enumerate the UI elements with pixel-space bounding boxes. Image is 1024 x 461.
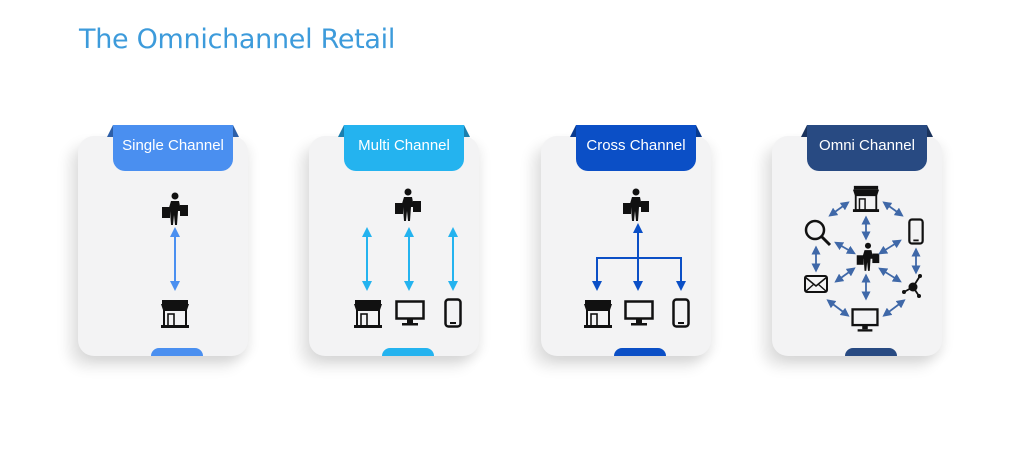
ribbon-fold [570,125,576,137]
monitor-icon [624,300,654,326]
ribbon-fold [338,125,344,137]
card-tab [845,348,897,356]
monitor-icon [851,308,879,332]
store-icon [583,299,613,328]
store-icon [160,299,190,328]
ribbon-fold [107,125,113,137]
card-tab [382,348,434,356]
card-label: Cross Channel [576,125,696,171]
ribbon-fold [696,125,702,137]
shopper-icon [856,242,880,271]
phone-icon [444,298,462,328]
card-tab [614,348,666,356]
shopper-icon [623,188,649,221]
card-label: Single Channel [113,125,233,171]
store-icon [353,299,383,328]
monitor-icon [395,300,425,326]
card-label: Omni Channel [807,125,927,171]
mail-icon [804,275,828,293]
card-single-channel: Single Channel [78,125,248,356]
card-cross-channel: Cross Channel [541,125,711,356]
network-icon [902,274,922,298]
card-multi-channel: Multi Channel [309,125,479,356]
ribbon-fold [801,125,807,137]
ribbon-fold [233,125,239,137]
ribbon-fold [927,125,933,137]
card-omni-channel: Omni Channel [772,125,942,356]
ribbon-fold [464,125,470,137]
shopper-icon [162,192,188,225]
page-title: The Omnichannel Retail [79,24,396,55]
shopper-icon [395,188,421,221]
arrows [811,201,921,317]
search-icon [804,219,832,247]
card-tab [151,348,203,356]
store-icon [852,184,880,212]
card-label: Multi Channel [344,125,464,171]
arrow [592,257,686,291]
phone-icon [672,298,690,328]
phone-icon [908,218,924,245]
